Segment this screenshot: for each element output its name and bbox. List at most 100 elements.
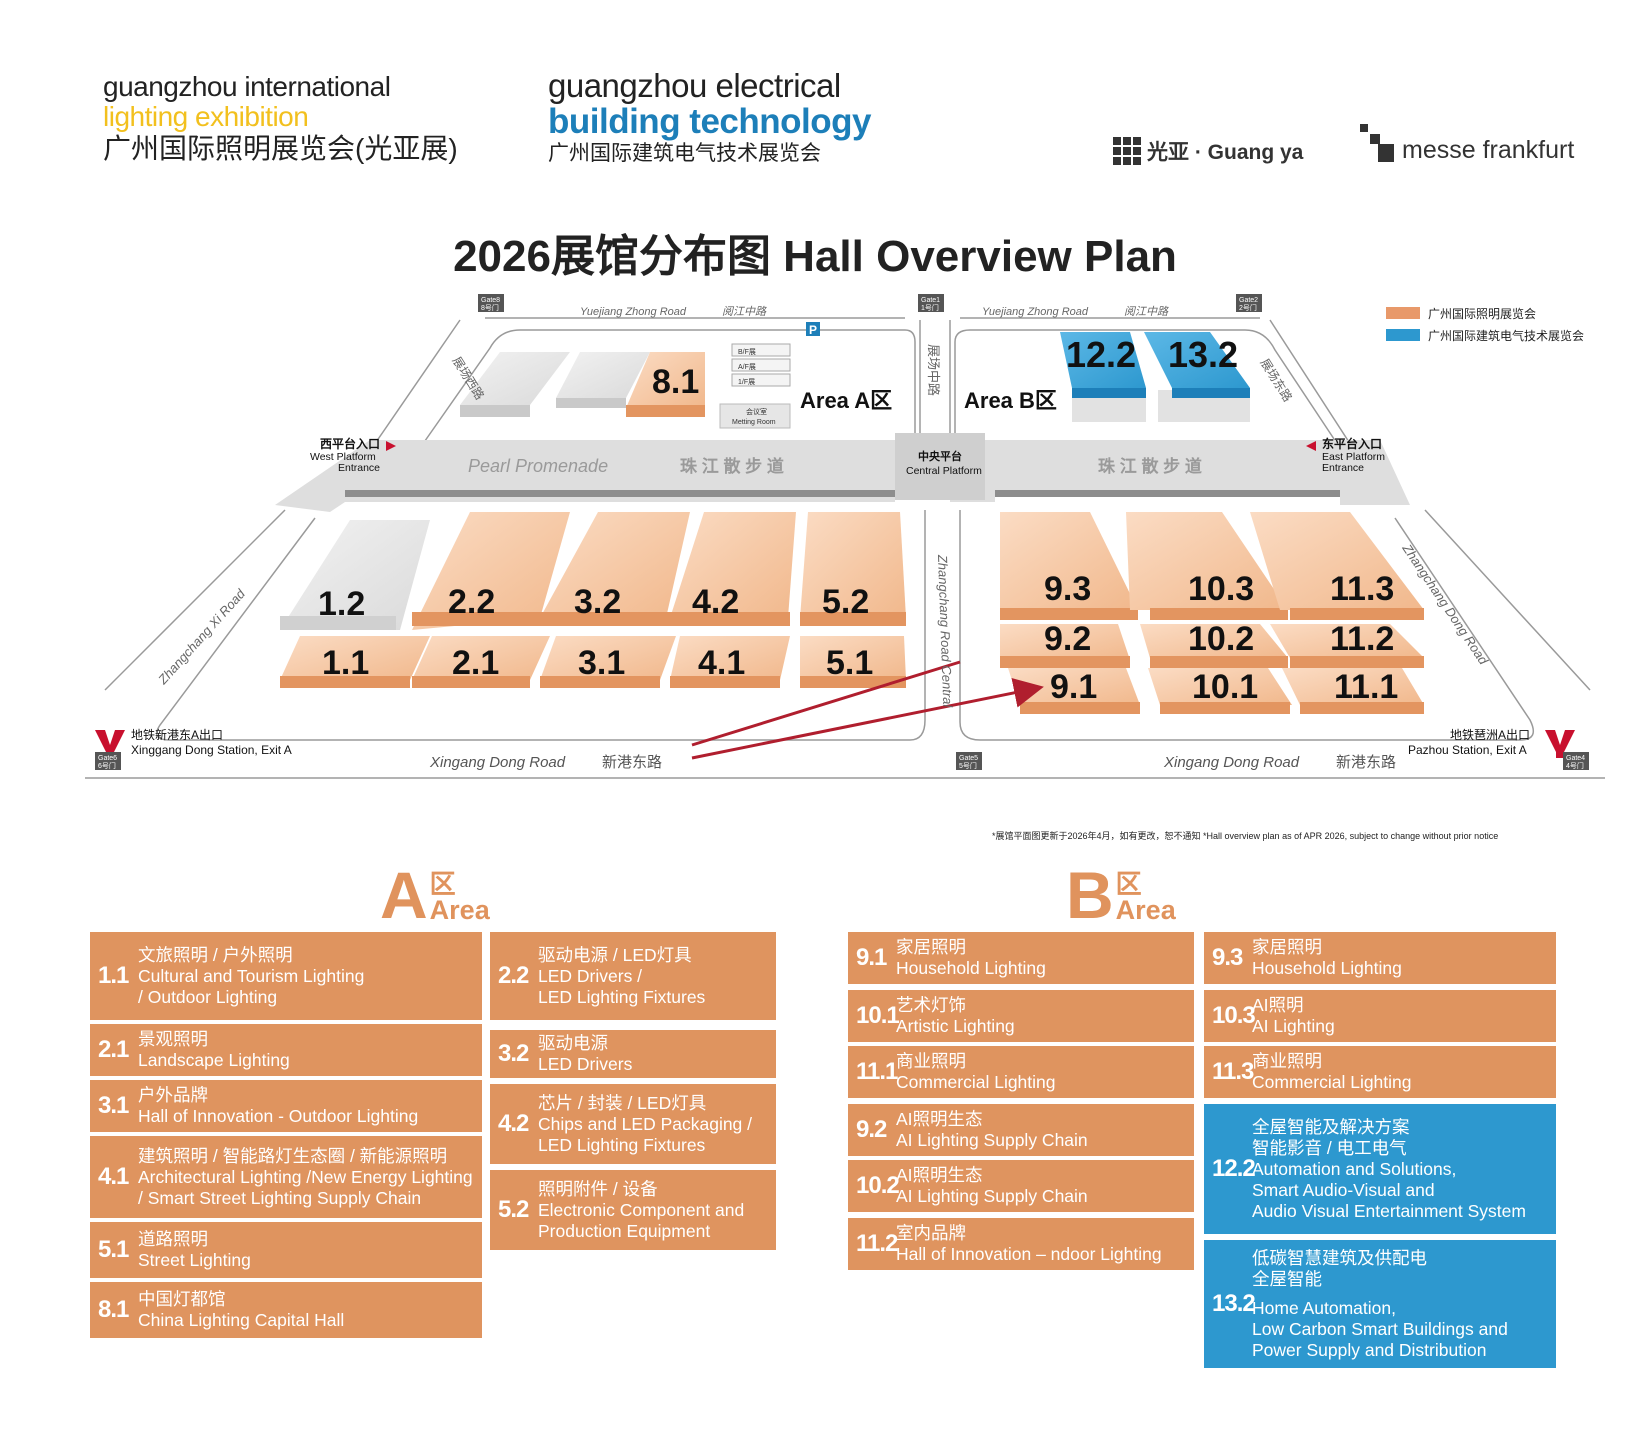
gates: Gate8 8号门 Gate1 1号门 Gate2 2号门 Gate6 6号门 …	[95, 294, 1589, 770]
promenade-en: Pearl Promenade	[468, 456, 608, 476]
central-platform-block	[895, 433, 985, 500]
guangya-text: 光亚 · Guang ya	[1147, 141, 1304, 164]
area-a-label: Area A区	[800, 388, 892, 413]
area-b-heading: B 区 Area	[1066, 862, 1176, 928]
hall-2-2-label[interactable]: 2.2	[448, 583, 495, 621]
hall-10-1-label[interactable]: 10.1	[1192, 668, 1258, 706]
meeting-room-cn: 会议室	[746, 407, 767, 416]
hall-info-line: Household Lighting	[896, 958, 1046, 978]
road-bottom-a-cn: 新港东路	[602, 754, 662, 771]
hall-info-line: 商业照明	[896, 1051, 966, 1071]
hall-10-3-label[interactable]: 10.3	[1188, 570, 1254, 608]
hall-info-line: 驱动电源 / LED灯具	[538, 944, 692, 965]
legend-swatch-blue	[1386, 329, 1420, 341]
hall-4-1-label[interactable]: 4.1	[698, 644, 745, 682]
hall-info-line: 驱动电源	[538, 1033, 608, 1053]
hall-info-line: LED Lighting Fixtures	[538, 986, 706, 1007]
hall-10-2-label[interactable]: 10.2	[1188, 620, 1254, 658]
hall-5-2-label[interactable]: 5.2	[822, 583, 869, 621]
area-a-cn: 区	[429, 869, 456, 899]
hall-3-2-label[interactable]: 3.2	[574, 583, 621, 621]
promenade-edge-b	[995, 490, 1340, 497]
hall-info-line: AI Lighting Supply Chain	[896, 1130, 1088, 1150]
gate1-en: Gate1	[921, 297, 940, 304]
hall-info-line: Commercial Lighting	[896, 1072, 1056, 1092]
gate8-en: Gate8	[481, 297, 500, 304]
west-entrance-en2: Entrance	[338, 462, 380, 474]
gate1-cn: 1号门	[921, 303, 939, 312]
hall-11-2-label[interactable]: 11.2	[1330, 620, 1394, 658]
hall-info-line: Home Automation,	[1252, 1297, 1396, 1318]
metro-east-icon	[1545, 730, 1575, 758]
hall-info-line: LED Drivers	[538, 1054, 633, 1074]
hall-9-2-label[interactable]: 9.2	[1044, 620, 1091, 658]
legend-item-building: 广州国际建筑电气技术展览会	[1386, 324, 1584, 346]
floor-af: A/F展	[738, 363, 756, 371]
hall-2-1-label[interactable]: 2.1	[452, 644, 499, 682]
area-a-letter: A	[380, 858, 428, 932]
area-a-bottom-halls	[280, 512, 906, 688]
road-top-b: Yuejiang Zhong Road	[982, 306, 1089, 318]
hall-info-line: Architectural Lighting /New Energy Light…	[138, 1166, 473, 1187]
legend-item-lighting: 广州国际照明展览会	[1386, 302, 1584, 324]
gate5-en: Gate5	[959, 755, 978, 762]
hall-info-number: 1.1	[98, 962, 129, 989]
hall-1-2-label[interactable]: 1.2	[318, 585, 365, 623]
hall-info-number: 9.3	[1212, 944, 1243, 971]
hall-12-2-label[interactable]: 12.2	[1066, 334, 1136, 375]
promenade-edge-a	[345, 490, 895, 497]
hall-info-line: AI照明生态	[896, 1165, 983, 1185]
hall-info-line: 艺术灯饰	[896, 995, 966, 1015]
building-technology-logo: guangzhou electrical building technology…	[548, 68, 871, 168]
hall-9-1-label[interactable]: 9.1	[1050, 668, 1097, 706]
hall-info-number: 10.1	[856, 1002, 900, 1029]
hall-info-line: 景观照明	[138, 1029, 208, 1049]
pearl-promenade	[275, 440, 1410, 512]
hall-info-line: 全屋智能及解决方案	[1252, 1116, 1410, 1137]
hall-1-1-label[interactable]: 1.1	[322, 644, 369, 682]
hall-info-line: 文旅照明 / 户外照明	[138, 944, 293, 965]
hall-11-1-label[interactable]: 11.1	[1334, 668, 1398, 706]
hall-8-1-label[interactable]: 8.1	[652, 363, 699, 401]
hall-4-2-label[interactable]: 4.2	[692, 583, 739, 621]
hall-9-3-label[interactable]: 9.3	[1044, 570, 1091, 608]
hall-info-line: 建筑照明 / 智能路灯生态圈 / 新能源照明	[138, 1145, 448, 1166]
hall-5-1-label[interactable]: 5.1	[826, 644, 873, 682]
hall-13-2-label[interactable]: 13.2	[1168, 334, 1238, 375]
lighting-exhibition-logo: guangzhou international lighting exhibit…	[103, 72, 458, 166]
hall-11-3-label[interactable]: 11.3	[1330, 570, 1394, 608]
metro-west-cn: 地铁新港东A出口	[131, 727, 223, 742]
hall-3-1-label[interactable]: 3.1	[578, 644, 625, 682]
hall-info-line: Commercial Lighting	[1252, 1072, 1412, 1092]
guangya-grid-icon	[1113, 137, 1141, 165]
parking-label: P	[809, 323, 817, 337]
